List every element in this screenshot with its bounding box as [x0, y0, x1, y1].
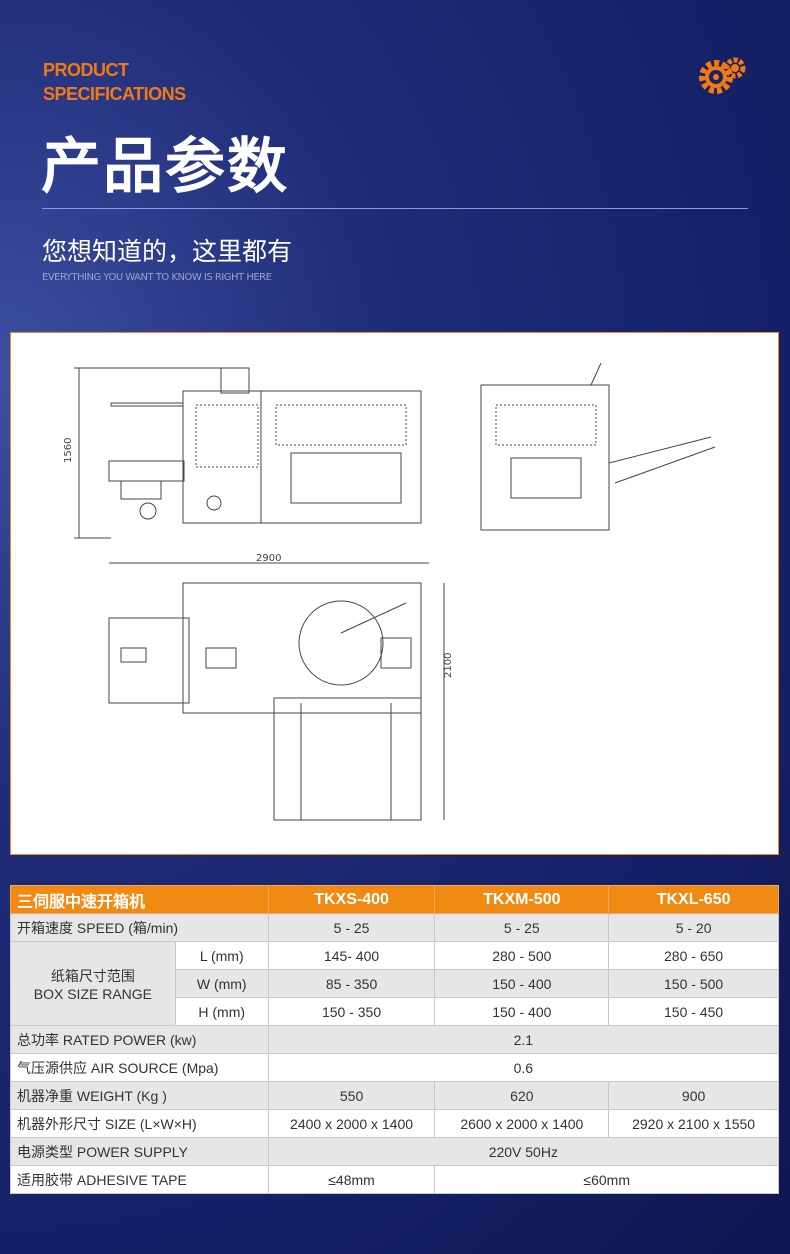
- cell: 220V 50Hz: [267, 1137, 780, 1166]
- subtitle-en: EVERYTHING YOU WANT TO KNOW IS RIGHT HER…: [42, 272, 272, 283]
- cell: ≤60mm: [434, 1165, 779, 1194]
- cell: H (mm): [174, 997, 269, 1026]
- label-cn: 纸箱尺寸范围: [50, 967, 135, 984]
- cell: 2920 x 2100 x 1550: [608, 1109, 779, 1138]
- cell: 0.6: [267, 1053, 780, 1082]
- row-label: 气压源供应 AIR SOURCE (Mpa): [10, 1053, 269, 1082]
- cell: 2.1: [267, 1025, 780, 1054]
- cell: 5 - 20: [608, 913, 779, 942]
- machine-drawing: 1560 2900 2100: [10, 332, 779, 855]
- cell: 150 - 400: [434, 997, 610, 1026]
- section-label-en: PRODUCT SPECIFICATIONS: [43, 58, 186, 106]
- cell: 620: [434, 1081, 610, 1110]
- row-label: 总功率 RATED POWER (kw): [10, 1025, 269, 1054]
- cell: 280 - 650: [608, 941, 779, 970]
- gear-icon: [699, 57, 746, 94]
- table-row: 适用胶带 ADHESIVE TAPE≤48mm≤60mm: [10, 1165, 779, 1194]
- page-title: 产品参数: [41, 132, 289, 202]
- cell: 150 - 350: [267, 997, 436, 1026]
- en-line1: PRODUCT: [43, 60, 129, 80]
- cell: 150 - 450: [608, 997, 779, 1026]
- cell: 550: [267, 1081, 436, 1110]
- technical-drawing: 1560 2900 2100: [63, 362, 716, 821]
- divider: [42, 208, 748, 209]
- row-label: 机器净重 WEIGHT (Kg ): [10, 1081, 269, 1110]
- subtitle: 您想知道的，这里都有: [42, 237, 293, 266]
- cell: W (mm): [174, 969, 269, 998]
- header-cell: TKXL-650: [608, 885, 779, 914]
- label-en: BOX SIZE RANGE: [33, 985, 153, 1002]
- header-cell: TKXS-400: [267, 885, 436, 914]
- dim-width: 2100: [443, 653, 454, 678]
- cell: 280 - 500: [434, 941, 610, 970]
- cell: 2400 x 2000 x 1400: [267, 1109, 436, 1138]
- cell: 900: [608, 1081, 779, 1110]
- dim-length: 2900: [256, 553, 281, 564]
- table-row: 气压源供应 AIR SOURCE (Mpa)0.6: [10, 1053, 780, 1082]
- table-row: 总功率 RATED POWER (kw)2.1: [10, 1025, 780, 1054]
- header-cell: 三伺服中速开箱机: [10, 885, 269, 914]
- cell: 150 - 400: [434, 969, 610, 998]
- dim-height: 1560: [63, 438, 74, 463]
- row-label: 适用胶带 ADHESIVE TAPE: [10, 1165, 269, 1194]
- cell: 5 - 25: [267, 913, 436, 942]
- header-cell: TKXM-500: [434, 885, 610, 914]
- cell: 5 - 25: [434, 913, 610, 942]
- row-label: 机器外形尺寸 SIZE (L×W×H): [10, 1109, 269, 1138]
- row-label: 开箱速度 SPEED (箱/min): [10, 913, 269, 942]
- cell: 2600 x 2000 x 1400: [434, 1109, 610, 1138]
- cell: 150 - 500: [608, 969, 779, 998]
- cell: 145- 400: [267, 941, 436, 970]
- cell: L (mm): [174, 941, 269, 970]
- cell: 85 - 350: [267, 969, 436, 998]
- cell: ≤48mm: [267, 1165, 436, 1194]
- row-label: 电源类型 POWER SUPPLY: [10, 1137, 269, 1166]
- en-line2: SPECIFICATIONS: [43, 84, 186, 104]
